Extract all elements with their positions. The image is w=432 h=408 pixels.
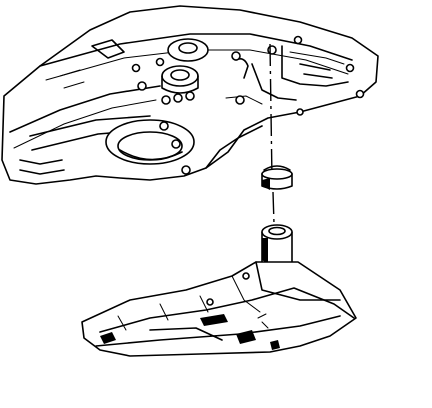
case-bolts — [131, 35, 365, 175]
assembly-centerline-lower — [272, 191, 275, 225]
transmission-case — [1, 5, 379, 185]
filter-seal — [261, 165, 293, 190]
assembly-centerline-upper — [269, 43, 273, 181]
transmission-fluid-filter — [81, 224, 357, 357]
